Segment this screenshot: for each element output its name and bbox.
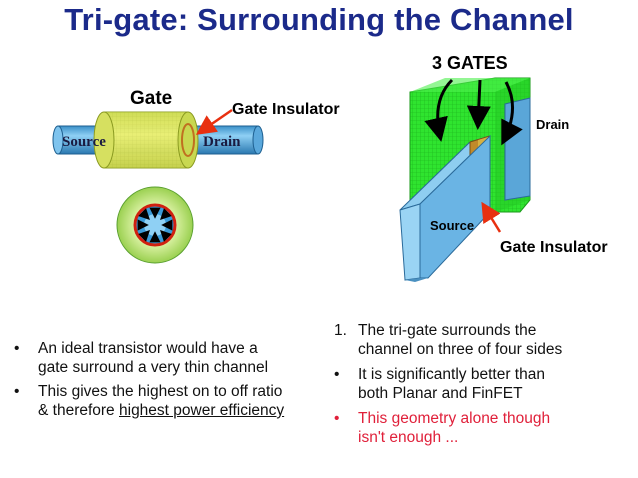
gate-arrows xyxy=(424,78,523,146)
bullet-line: isn't enough ... xyxy=(358,429,459,446)
cross-section xyxy=(116,186,194,264)
number-marker: 1. xyxy=(334,322,347,339)
drain-label-right: Drain xyxy=(536,117,569,132)
list-item: 1. The tri-gate surrounds the channel on… xyxy=(334,321,634,359)
bullet-line: both Planar and FinFET xyxy=(358,385,523,402)
bullet-marker: • xyxy=(334,410,340,427)
list-item: • This gives the highest on to off ratio… xyxy=(14,382,314,420)
bullet-line: The tri-gate surrounds the xyxy=(358,322,537,339)
cylinder-transistor xyxy=(52,111,264,169)
bullet-line: gate surround a very thin channel xyxy=(38,359,269,376)
list-item: • An ideal transistor would have a gate … xyxy=(14,339,314,377)
underlined-text: highest power efficiency xyxy=(119,402,285,419)
list-item: • This geometry alone though isn't enoug… xyxy=(334,409,634,447)
three-gates-label: 3 GATES xyxy=(432,53,508,73)
left-bullet-list: • An ideal transistor would have a gate … xyxy=(14,339,314,420)
list-item: • It is significantly better than both P… xyxy=(334,365,634,403)
gate-label: Gate xyxy=(130,88,172,109)
bullet-line: It is significantly better than xyxy=(358,366,545,383)
gate-insulator-label-left: Gate Insulator xyxy=(232,101,340,118)
bullet-line: & therefore highest power efficiency xyxy=(38,401,314,420)
insulator-arrow-right xyxy=(481,201,502,233)
gate-insulator-label-right: Gate Insulator xyxy=(500,239,608,256)
bullet-line: This gives the highest on to off ratio xyxy=(38,383,283,400)
source-label-right: Source xyxy=(430,218,474,233)
trigate-3d xyxy=(399,77,531,282)
slide-title: Tri-gate: Surrounding the Channel xyxy=(64,2,574,37)
bullet-marker: • xyxy=(334,366,340,383)
drain-label-left: Drain xyxy=(203,134,241,150)
bullet-marker: • xyxy=(14,340,20,357)
bullet-marker: • xyxy=(14,383,20,400)
insulator-arrow-left xyxy=(195,108,233,135)
source-label-left: Source xyxy=(62,134,106,150)
bullet-line: This geometry alone though xyxy=(358,410,551,427)
bullet-line: An ideal transistor would have a xyxy=(38,340,258,357)
right-bullet-list: 1. The tri-gate surrounds the channel on… xyxy=(334,321,634,447)
bullet-text: & therefore xyxy=(38,402,119,419)
bullet-line: channel on three of four sides xyxy=(358,341,563,358)
